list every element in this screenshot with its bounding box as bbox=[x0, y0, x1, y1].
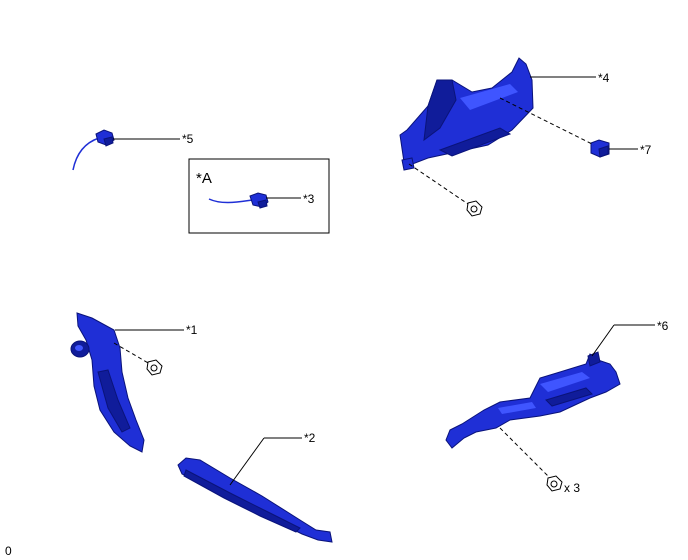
inset-a: *A *3 bbox=[188, 158, 330, 234]
label-a: *A bbox=[196, 170, 212, 187]
leader-2-a bbox=[229, 437, 265, 486]
screw-4 bbox=[408, 163, 483, 217]
leader-6-a bbox=[591, 324, 615, 357]
label-6: *6 bbox=[657, 319, 669, 333]
label-5: *5 bbox=[182, 132, 194, 146]
quantity-label: x 3 bbox=[564, 481, 580, 495]
part-1-garnish: *1 bbox=[70, 312, 198, 453]
label-7: *7 bbox=[640, 143, 652, 157]
dash-4-screw bbox=[408, 163, 469, 205]
inset-a-frame bbox=[188, 158, 330, 234]
label-4: *4 bbox=[598, 71, 610, 85]
label-1: *1 bbox=[186, 323, 198, 337]
illustration-code: 0 bbox=[5, 544, 12, 558]
label-3: *3 bbox=[303, 192, 315, 206]
part-4-cover: *4 bbox=[399, 57, 610, 171]
part-2-plate: *2 bbox=[177, 431, 333, 543]
part-5-harness: *5 bbox=[72, 129, 194, 171]
part-7-clip: *7 bbox=[499, 97, 652, 158]
label-2: *2 bbox=[304, 431, 316, 445]
part-6-bracket: *6 x 3 bbox=[445, 319, 669, 495]
dash-4-7 bbox=[499, 97, 595, 146]
dash-6-screw bbox=[499, 427, 551, 479]
